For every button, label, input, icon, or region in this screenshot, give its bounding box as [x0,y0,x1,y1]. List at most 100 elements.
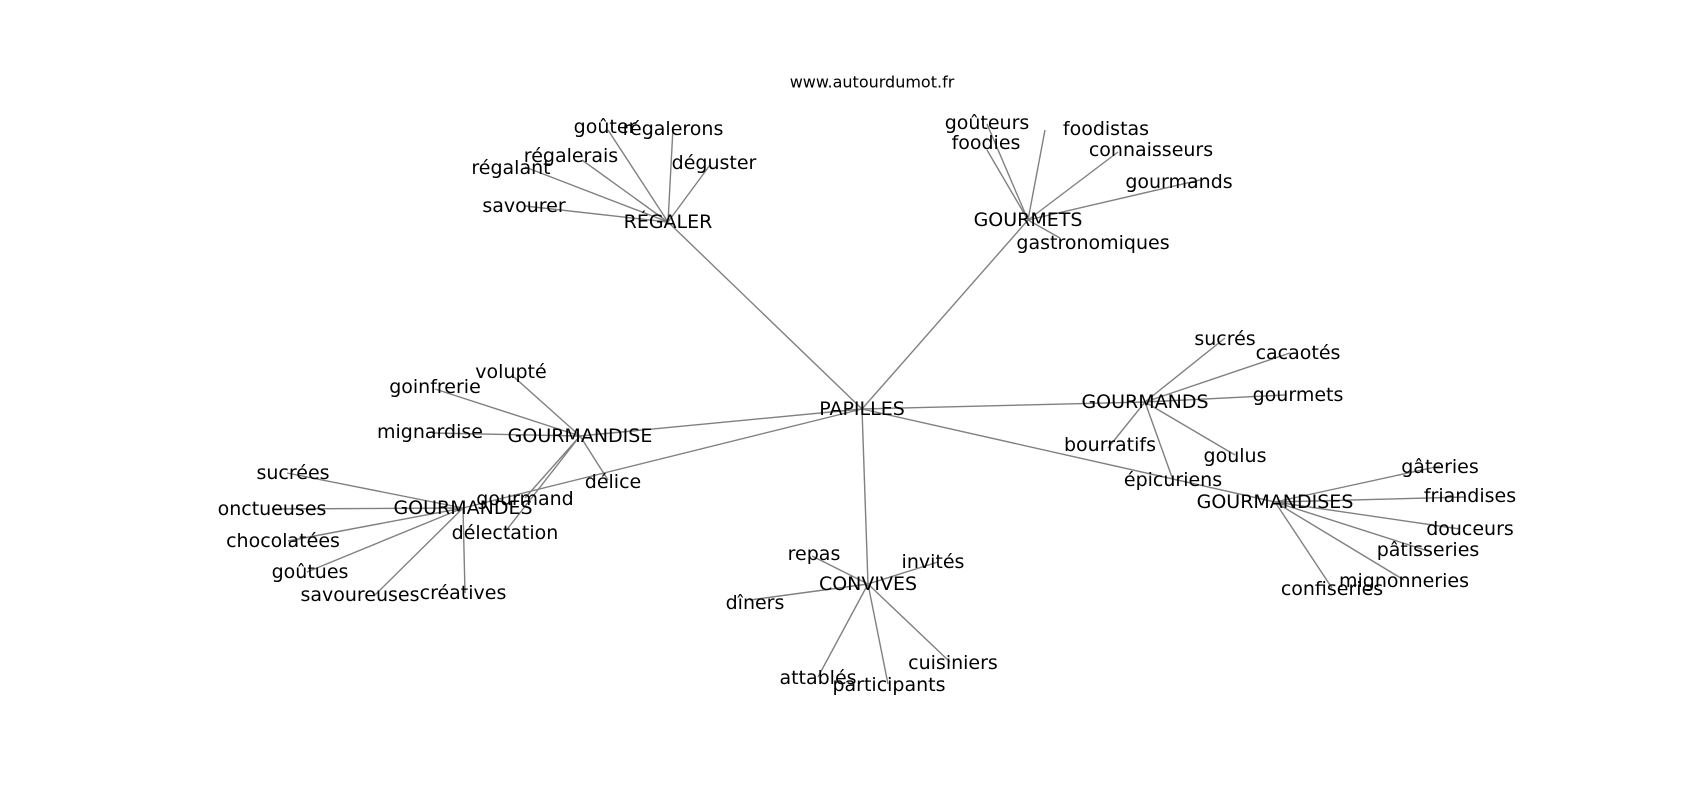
center-node-label: PAPILLES [819,398,905,420]
edge-hub-to-word [1274,501,1429,552]
edge-hub-to-word [1274,465,1441,503]
word-node-label: sucrés [1194,328,1255,350]
word-node-label: chocolatées [226,530,340,552]
word-node-label: cacaotés [1256,342,1341,364]
hub-node-label: GOURMETS [974,209,1083,231]
edge-hub-to-word [1107,401,1146,449]
word-node-label: déguster [672,152,757,174]
word-node-label: gourmand [476,488,573,510]
word-node-label: gourmands [1125,171,1232,193]
word-node-label: créatives [420,582,507,604]
edge-hub-to-word [749,583,869,601]
edge-hub-to-word [1144,394,1286,403]
edge-hub-to-word [1144,401,1174,481]
edge-hub-to-word [1274,496,1467,503]
word-node-label: goinfrerie [389,376,481,398]
edge-hub-to-word [524,435,581,499]
word-node-label: participants [832,674,945,696]
edge-center-to-hub [579,408,863,437]
edge-center-to-hub [462,408,863,509]
labels: www.autourdumot.fr PAPILLES RÉGALER goûter… [218,73,1517,697]
edge-hub-to-word [1274,501,1461,530]
edge-hub-to-word [867,583,889,685]
edge-hub-to-word [581,159,669,223]
hub-node-label: GOURMANDISE [508,425,653,447]
word-node-label: savourer [482,195,566,217]
edge-hub-to-word [286,472,464,509]
word-node-label: cuisiniers [908,652,998,674]
edge-hub-to-word [867,561,939,585]
edge-hub-to-word [667,127,674,223]
word-node-label: repas [788,543,841,565]
edge-hub-to-word [1144,352,1291,403]
edges [271,123,1467,685]
word-node-label: régalerais [524,145,618,167]
word-node-label: goûteurs [945,112,1030,134]
word-node-label: délice [585,471,641,493]
word-node-label: régalant [471,157,550,179]
edge-hub-to-word [1274,501,1333,589]
edge-hub-to-word [817,583,869,678]
edge-hub-to-word [811,555,869,585]
word-node-label: invités [902,551,965,573]
edge-hub-to-word [462,507,466,594]
word-node-label: friandises [1424,485,1516,507]
edge-hub-to-word [1144,337,1226,403]
word-node-label: délectation [452,522,559,544]
edge-hub-to-word [1144,401,1236,456]
edge-hub-to-word [524,205,669,223]
source-label: www.autourdumot.fr [790,73,955,92]
word-node-label: épicuriens [1124,469,1222,491]
edge-hub-to-word [431,432,581,437]
word-node-label: dîners [726,592,785,614]
edge-hub-to-word [374,507,464,596]
edge-hub-to-word [986,149,1029,221]
hub-node-label: CONVIVES [819,573,917,595]
word-node-label: confiseries [1281,578,1383,600]
word-node-label: goûtues [272,561,349,583]
edge-hub-to-word [524,166,669,223]
edge-hub-to-word [504,435,581,533]
word-node-label: mignonneries [1339,570,1469,592]
edge-hub-to-word [986,123,1029,221]
word-node-label: bourratifs [1064,434,1156,456]
word-node-label: volupté [475,361,546,383]
edge-hub-to-word [434,388,581,437]
edge-hub-to-word [1027,151,1119,221]
edge-hub-to-word [1027,129,1046,221]
edge-hub-to-word [306,507,464,573]
edge-hub-to-word [867,583,951,663]
edge-center-to-hub [861,219,1029,410]
word-node-label: savoureuses [300,584,419,606]
word-node-label: pâtisseries [1377,539,1480,561]
edge-center-to-hub [861,408,1276,503]
word-node-label: goûter [574,116,637,138]
word-node-label: attablés [779,667,856,689]
hub-node-label: RÉGALER [624,210,713,233]
word-node-label: goulus [1204,445,1267,467]
edge-hub-to-word [607,129,669,223]
word-node-label: gâteries [1401,456,1479,478]
word-node-label: onctueuses [218,498,327,520]
word-node-label: sucrées [256,462,329,484]
edge-hub-to-word [271,507,464,510]
edge-hub-to-word [1027,219,1061,239]
edge-center-to-hub [861,408,869,585]
word-node-label: gastronomiques [1016,232,1169,254]
word-node-label: connaisseurs [1089,139,1213,161]
hub-node-label: GOURMANDES [393,497,532,519]
edge-hub-to-word [287,507,464,542]
edge-center-to-hub [667,221,863,410]
edge-hub-to-word [1027,179,1201,221]
word-node-label: foodistas [1063,118,1149,140]
word-node-label: mignardise [377,421,483,443]
edge-hub-to-word [667,164,711,223]
hub-node-label: GOURMANDS [1081,391,1208,413]
word-node-label: foodies [952,132,1021,154]
word-node-label: douceurs [1426,518,1514,540]
edge-center-to-hub [861,401,1146,410]
edge-hub-to-word [513,376,581,437]
edge-hub-to-word [1274,501,1405,581]
hub-node-label: GOURMANDISES [1197,491,1354,513]
